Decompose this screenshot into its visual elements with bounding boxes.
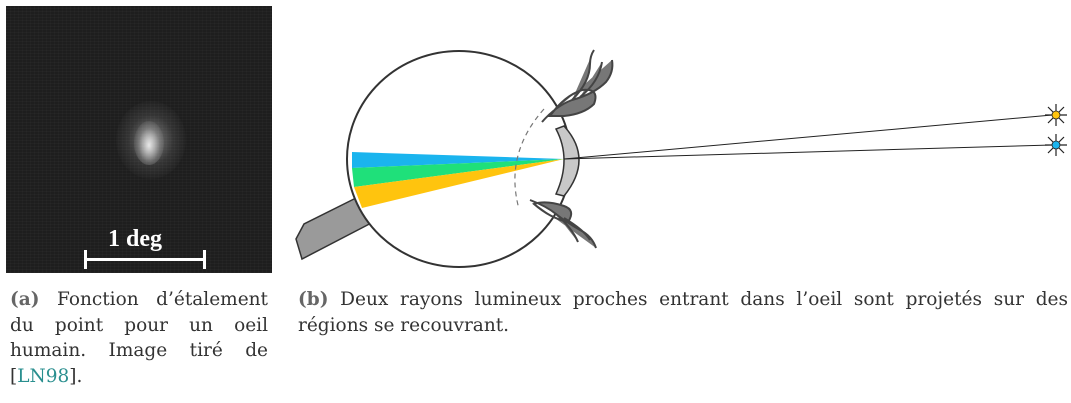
scale-bar [84, 258, 206, 261]
caption-tag: (a) [10, 289, 40, 310]
caption-b: (b) Deux rayons lumineux proches entrant… [298, 287, 1068, 338]
caption-tag: (b) [298, 289, 328, 310]
caption-a: (a) Fonction d’étalement du point pour u… [10, 287, 268, 389]
star-icon [1045, 134, 1067, 156]
scale-bar-label: 1 deg [108, 225, 188, 253]
citation-link[interactable]: LN98 [17, 366, 69, 387]
hand-icon [542, 50, 612, 122]
psf-image: 1 deg [6, 6, 272, 273]
caption-text: Deux rayons lumineux proches entrant dan… [298, 289, 1068, 336]
star-icon [1045, 104, 1067, 126]
caption-text-end: ]. [69, 366, 82, 387]
eye-diagram [294, 34, 1071, 274]
